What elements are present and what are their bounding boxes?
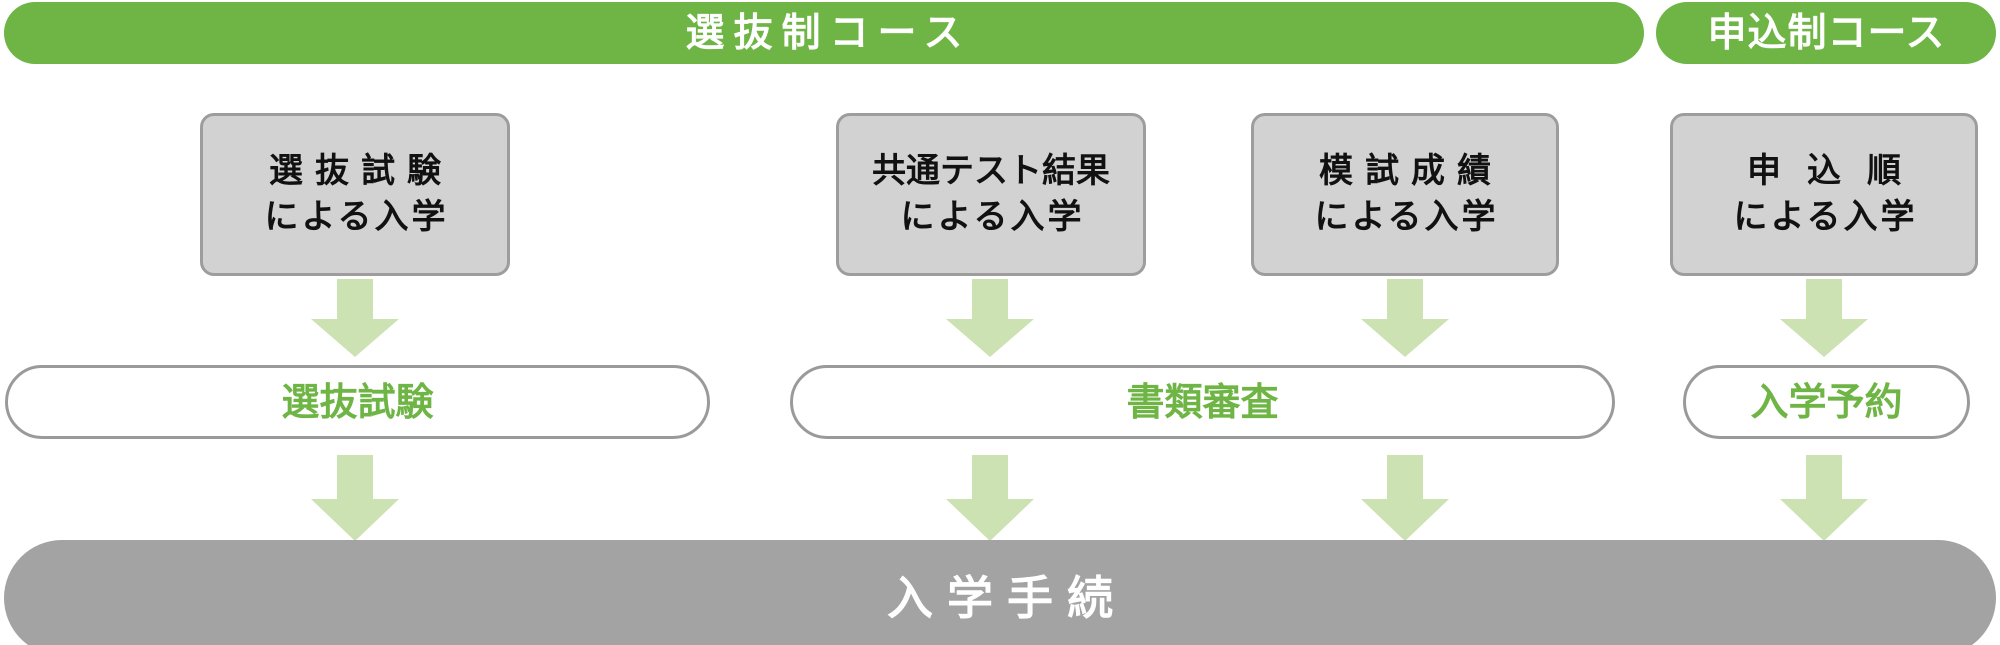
final-step-label: 入学手続 (887, 571, 1127, 625)
entry-box-mock-exam-line2: による入学 (1314, 196, 1499, 237)
entry-box-mock-exam-line1: 模試成績 (1319, 150, 1503, 191)
course-bar-selective: 選抜制コース (4, 2, 1644, 64)
entry-box-application-order-line1: 申込順 (1747, 150, 1927, 191)
arrow-down-icon (1780, 455, 1868, 541)
arrow-down-icon (1780, 279, 1868, 357)
screening-pill-selection-exam: 選抜試験 (5, 365, 710, 439)
entry-box-common-test: 共通テスト結果 による入学 (836, 113, 1146, 276)
arrow-down-icon (1361, 455, 1449, 541)
screening-pill-document-review: 書類審査 (790, 365, 1615, 439)
entry-box-selection-exam: 選抜試験 による入学 (200, 113, 510, 276)
screening-pill-document-review-label: 書類審査 (1126, 380, 1279, 424)
arrow-down-icon (311, 455, 399, 541)
screening-pill-enrollment-reservation: 入学予約 (1683, 365, 1970, 439)
entry-box-common-test-line2: による入学 (900, 196, 1085, 237)
arrow-down-icon (946, 455, 1034, 541)
entry-box-common-test-line1: 共通テスト結果 (872, 150, 1110, 191)
course-bar-selective-label: 選抜制コース (685, 10, 972, 56)
entry-box-application-order: 申込順 による入学 (1670, 113, 1978, 276)
final-step-bar: 入学手続 (4, 540, 1996, 645)
screening-pill-enrollment-reservation-label: 入学予約 (1750, 380, 1903, 424)
arrow-down-icon (311, 279, 399, 357)
arrow-down-icon (1361, 279, 1449, 357)
entry-box-selection-exam-line1: 選抜試験 (269, 150, 453, 191)
arrow-down-icon (946, 279, 1034, 357)
entry-box-selection-exam-line2: による入学 (264, 196, 449, 237)
entry-box-application-order-line2: による入学 (1733, 196, 1918, 237)
course-bar-application: 申込制コース (1656, 2, 1996, 64)
entry-box-mock-exam: 模試成績 による入学 (1251, 113, 1559, 276)
screening-pill-selection-exam-label: 選抜試験 (281, 380, 434, 424)
course-bar-application-label: 申込制コース (1707, 10, 1946, 56)
